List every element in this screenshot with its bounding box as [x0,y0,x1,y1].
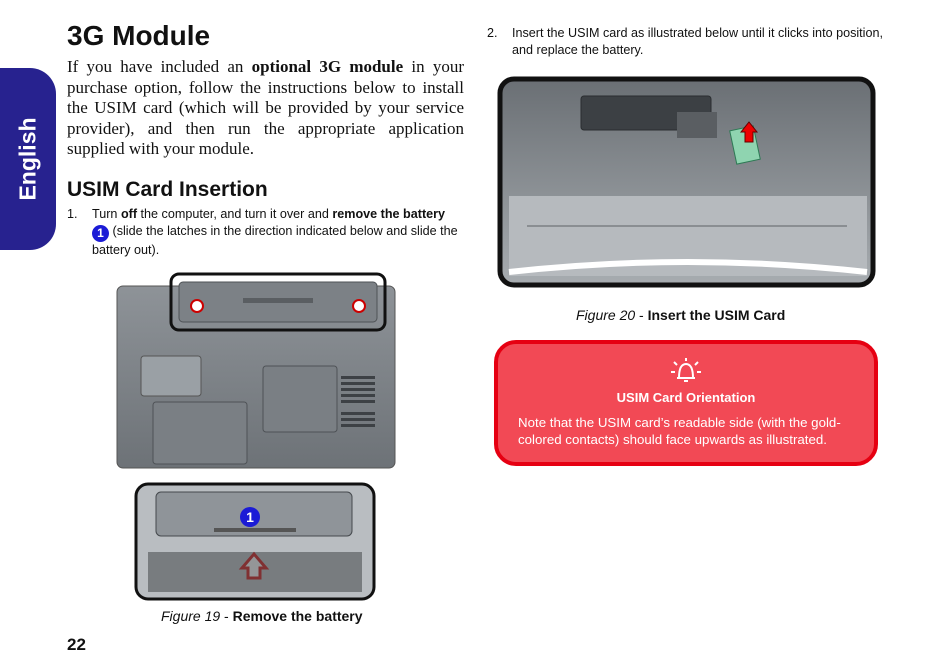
language-tab-label: English [14,117,41,201]
section-heading: USIM Card Insertion [67,178,268,201]
intro-paragraph: If you have included an optional 3G modu… [67,57,464,158]
usim-slot-image [497,76,876,288]
figure-20-caption: Figure 20 - Insert the USIM Card [576,307,786,323]
step-2: 2. Insert the USIM card as illustrated b… [487,25,887,59]
note-title: USIM Card Orientation [616,390,756,405]
callout-badge: 1 [92,225,109,242]
page-title: 3G Module [67,20,211,51]
note-body: Note that the USIM card’s readable side … [518,415,841,447]
step-text: Turn off the computer, and turn it over … [92,207,458,257]
language-tab [0,68,56,250]
figure-19-caption: Figure 19 - Remove the battery [161,608,363,624]
note-box: USIM Card Orientation Note that the USIM… [494,340,878,466]
battery-callout-badge: 1 [240,507,260,527]
battery-removal-image [134,482,376,601]
laptop-underside-image [116,272,396,469]
step-text: Insert the USIM card as illustrated belo… [512,26,883,57]
step-number: 2. [487,26,498,40]
alarm-bell-icon [671,358,701,382]
step-1: 1. Turn off the computer, and turn it ov… [67,206,467,259]
step-number: 1. [67,207,78,221]
page-number: 22 [67,635,86,654]
